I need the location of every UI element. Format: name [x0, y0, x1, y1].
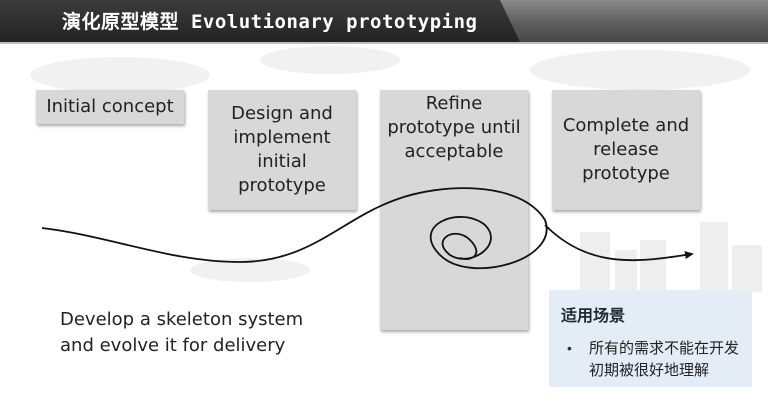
slide-title: 演化原型模型 Evolutionary prototyping	[62, 11, 478, 33]
step-design-implement: Design and implement initial prototype	[208, 90, 356, 210]
caption-line: and evolve it for delivery	[60, 335, 286, 356]
step-text-line: prototype	[582, 163, 670, 184]
step-refine-prototype: Refine prototype until acceptable	[380, 90, 528, 330]
step-text-line: prototype until	[387, 117, 521, 138]
title-tab	[0, 0, 520, 42]
step-complete-release: Complete and release prototype	[552, 90, 700, 210]
step-text-line: Refine	[425, 93, 483, 114]
bullet-icon: •	[567, 340, 572, 356]
step-text-line: acceptable	[404, 141, 504, 162]
step-text-line: Initial concept	[46, 96, 174, 117]
scenario-text: 所有的需求不能在开发初期被很好地理解	[589, 340, 740, 379]
step-text-line: initial	[257, 151, 307, 172]
caption: Develop a skeleton system and evolve it …	[60, 307, 303, 359]
caption-line: Develop a skeleton system	[60, 309, 304, 330]
step-text-line: implement	[233, 127, 331, 148]
title-divider	[0, 42, 768, 44]
step-text-line: release	[593, 139, 659, 160]
scenario-title: 适用场景	[561, 308, 626, 325]
step-text-line: Complete and	[562, 115, 690, 136]
step-text-line: Design and	[231, 103, 333, 124]
step-initial-concept: Initial concept	[36, 90, 184, 124]
step-text-line: prototype	[238, 175, 326, 196]
scenario-panel: 适用场景 • 所有的需求不能在开发初期被很好地理解	[549, 290, 752, 387]
